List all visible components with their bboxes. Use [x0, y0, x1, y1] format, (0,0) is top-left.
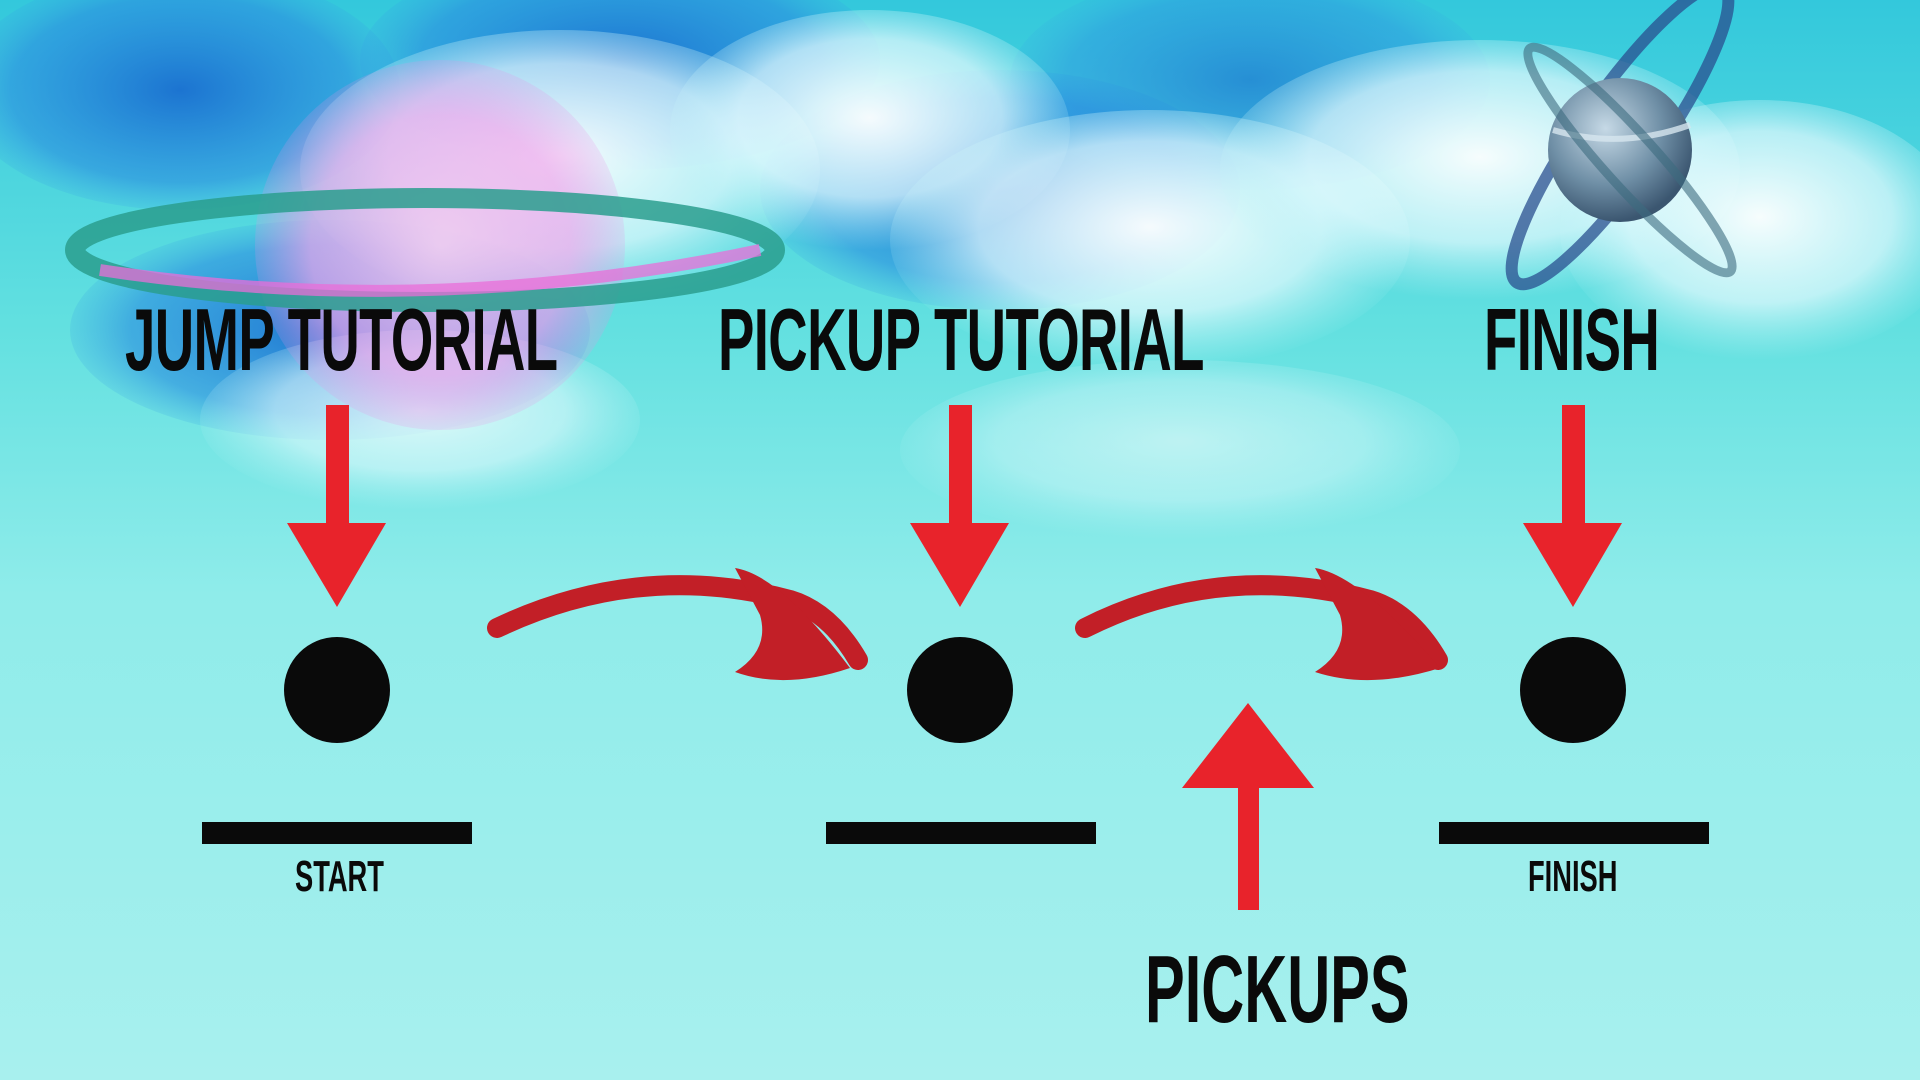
start-platform — [202, 822, 472, 844]
curved-arrow-2-icon — [1075, 568, 1448, 681]
level-nodes — [202, 637, 1709, 844]
finish-heading: FINISH — [1484, 290, 1660, 389]
middle-platform — [826, 822, 1096, 844]
finish-platform — [1439, 822, 1709, 844]
pickups-label: PICKUPS — [1145, 936, 1410, 1043]
down-arrows — [287, 405, 1622, 607]
pink-planet-icon — [65, 60, 785, 430]
pickup-arrow-icon — [910, 405, 1009, 607]
start-label: START — [295, 852, 384, 901]
finish-arrow-icon — [1523, 405, 1622, 607]
jump-arrow-icon — [287, 405, 386, 607]
curved-arrow-1-icon — [487, 568, 868, 681]
pickup-node — [907, 637, 1013, 743]
gray-planet-icon — [1505, 0, 1737, 291]
pickup-tutorial-heading: PICKUP TUTORIAL — [718, 290, 1204, 389]
start-node — [284, 637, 390, 743]
jump-tutorial-heading: JUMP TUTORIAL — [125, 290, 558, 389]
finish-label: FINISH — [1528, 852, 1618, 901]
finish-node — [1520, 637, 1626, 743]
curved-arrows — [487, 568, 1448, 681]
pickups-arrow-icon — [1182, 703, 1314, 910]
